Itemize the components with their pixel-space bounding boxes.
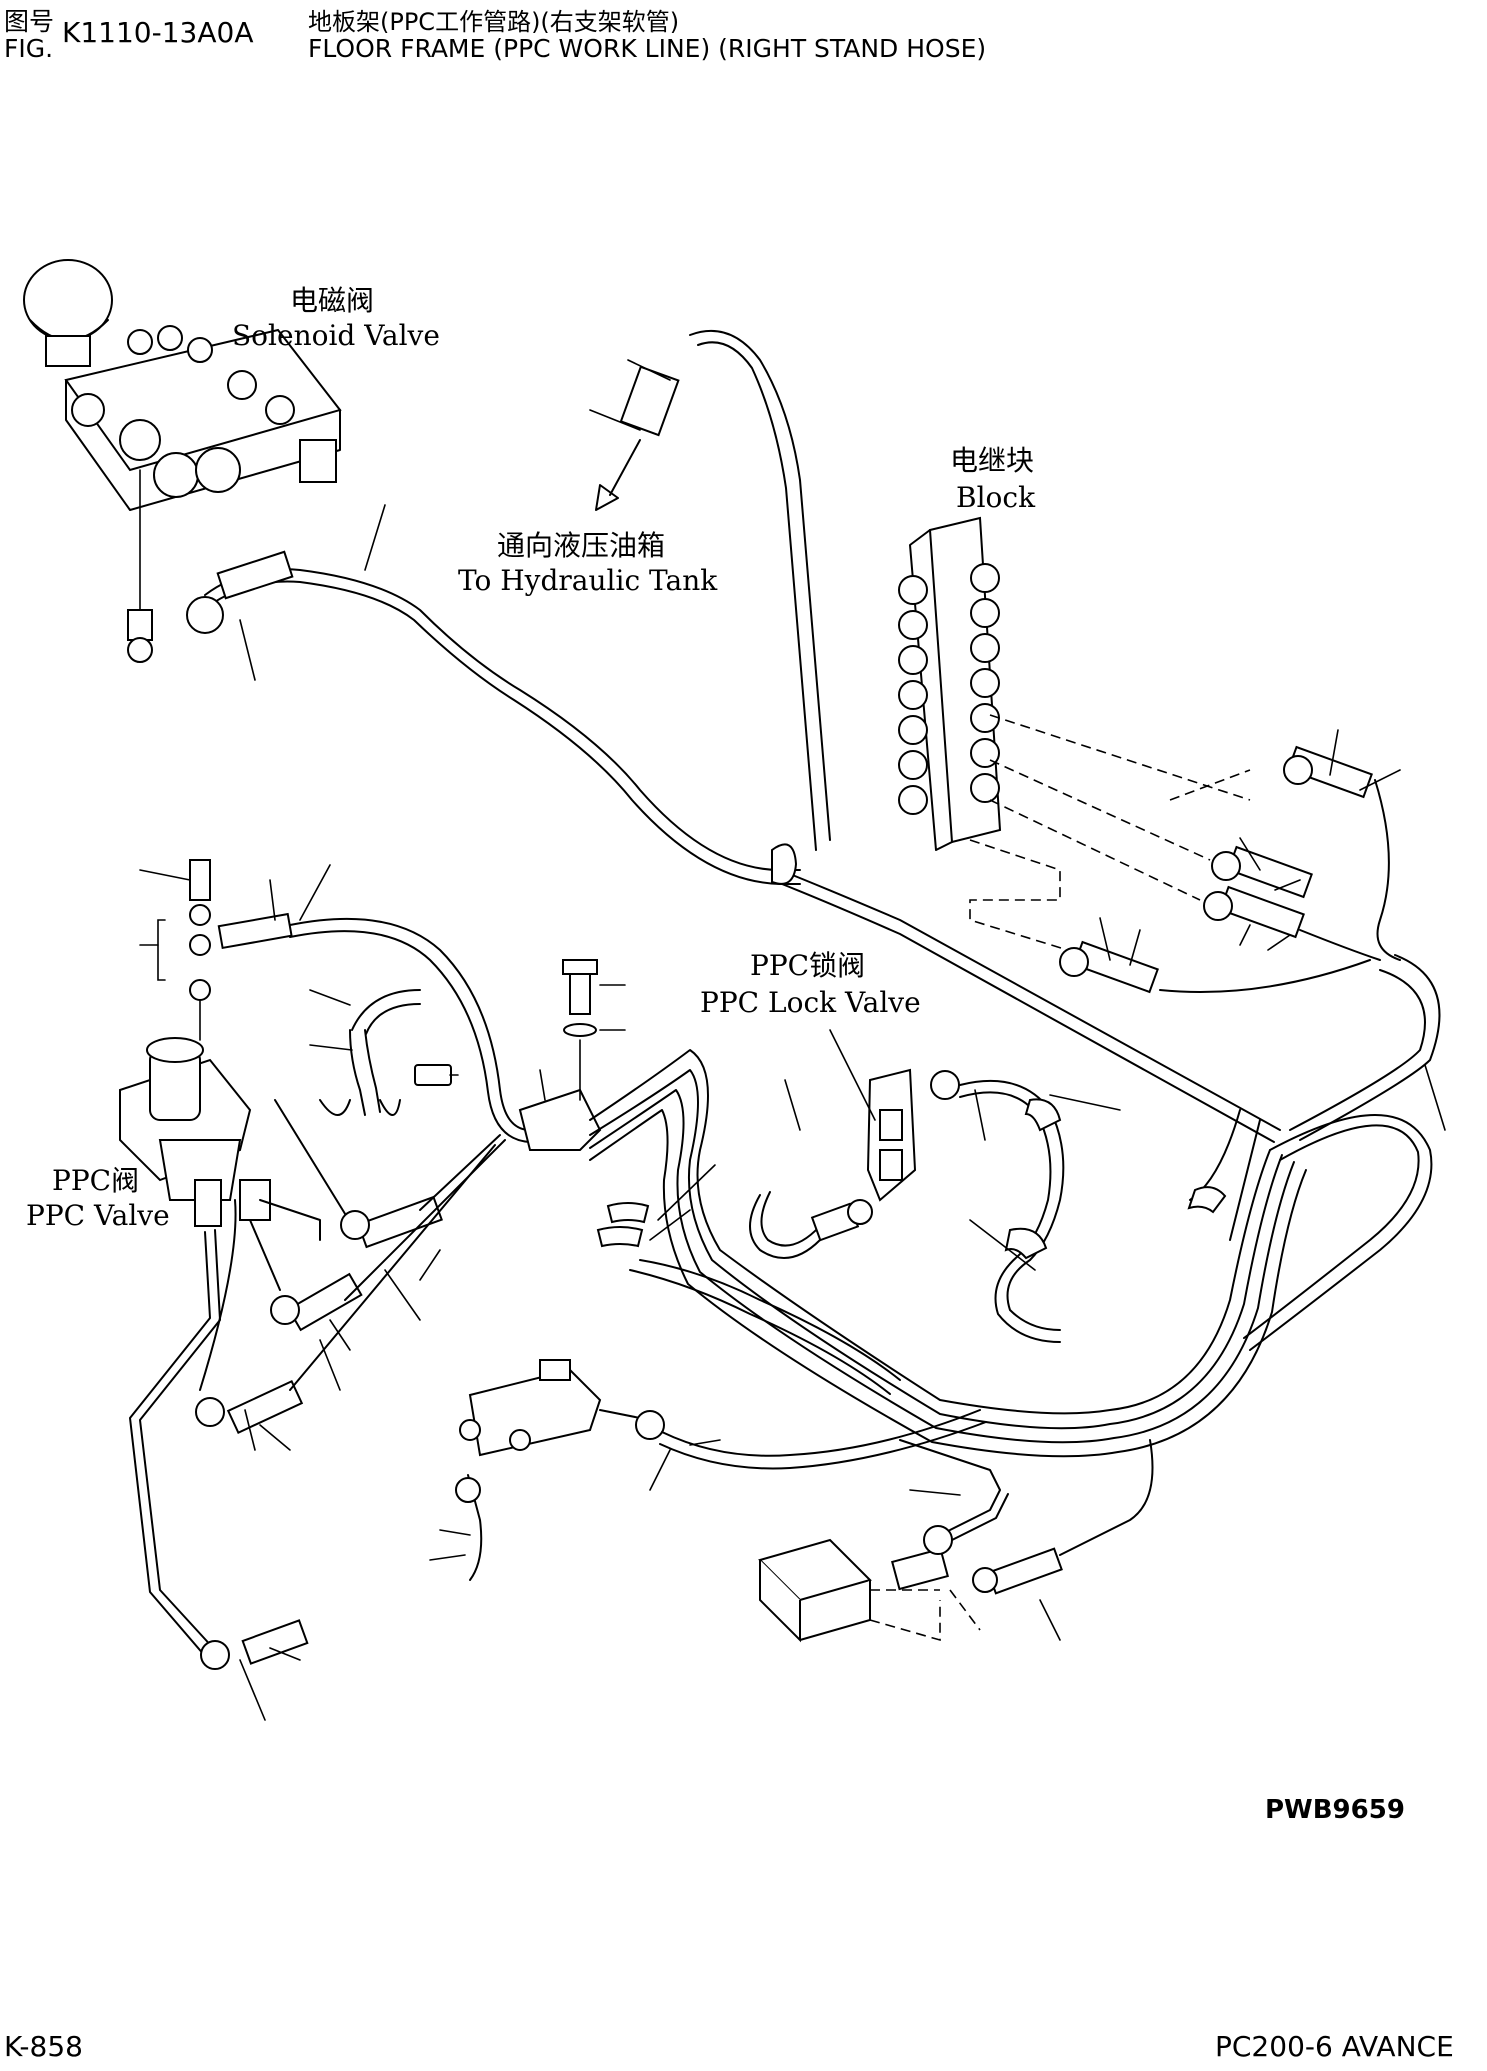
hose-bundle	[589, 1049, 1433, 1458]
title-en: FLOOR FRAME (PPC WORK LINE) (RIGHT STAND…	[308, 34, 987, 63]
fig-label-en: FIG.	[4, 34, 54, 63]
title-cn: 地板架(PPC工作管路)(右支架软管)	[308, 8, 680, 36]
right-side-fittings	[1059, 729, 1446, 1141]
ppc-valve	[119, 859, 271, 1227]
relay-block	[898, 516, 1251, 961]
ppc-lock-valve-label-cn: PPC锁阀	[750, 949, 865, 982]
model-name: PC200-6 AVANCE	[1215, 2030, 1454, 2063]
fig-label-cn: 图号	[4, 7, 55, 36]
to-hydraulic-tank-label-cn: 通向液压油箱	[497, 529, 665, 562]
fig-number: K1110-13A0A	[62, 16, 254, 49]
to-hydraulic-tank-label-en: To Hydraulic Tank	[458, 564, 718, 597]
block-label-cn: 电继块	[950, 444, 1034, 477]
ppc-valve-label-en: PPC Valve	[26, 1199, 170, 1232]
drawing-code: PWB9659	[1265, 1795, 1405, 1825]
solenoid-valve-label-en: Solenoid Valve	[232, 319, 440, 352]
ppc-lock-valve-label-en: PPC Lock Valve	[700, 986, 921, 1019]
block-label-en: Block	[956, 481, 1036, 514]
ppc-valve-label-cn: PPC阀	[52, 1164, 139, 1197]
ppc-lock-valve	[749, 1029, 1121, 1343]
lower-fittings	[429, 1359, 1154, 1643]
page-number: K-858	[4, 2030, 83, 2063]
solenoid-valve-assembly	[23, 259, 342, 663]
solenoid-valve-label-cn: 电磁阀	[290, 284, 374, 317]
